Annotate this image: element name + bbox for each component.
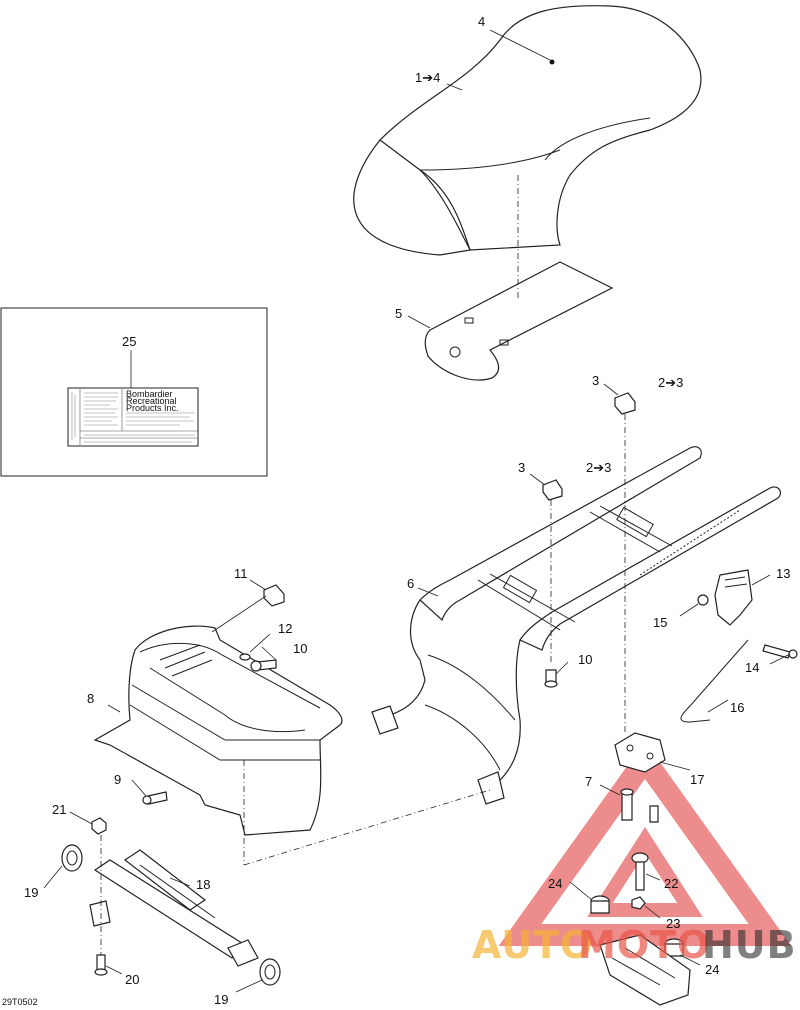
callout-7: 7 [585, 774, 592, 789]
callout-16: 16 [730, 700, 744, 715]
diagram-code: 29T0502 [2, 997, 38, 1007]
callout-22: 22 [664, 876, 678, 891]
decal-text-line-1: Bombardier [126, 389, 173, 399]
seat-part [353, 5, 702, 256]
screw-10b-part [544, 669, 558, 688]
clamp-part [89, 900, 111, 927]
nut-23-part [631, 896, 646, 910]
leader-lines [43, 29, 791, 993]
callout-2-3-top: 2➔3 [658, 375, 683, 390]
bolt-7-part [620, 788, 634, 821]
callout-6: 6 [407, 576, 414, 591]
bar-end-cap-right [259, 958, 281, 986]
callout-20: 20 [125, 972, 139, 987]
rear-bumper-bar-part [93, 849, 259, 967]
bolt-7b-part [649, 805, 659, 823]
latch-part [614, 732, 666, 773]
mount-plate-part [599, 934, 691, 1006]
callout-25: 25 [122, 334, 136, 349]
callout-17: 17 [690, 772, 704, 787]
watermark-logo [498, 741, 792, 946]
callout-10-frame: 10 [578, 652, 592, 667]
callout-12: 12 [278, 621, 292, 636]
callout-1-4: 1➔4 [415, 70, 440, 85]
callout-14: 14 [745, 660, 759, 675]
bolt-20-part [94, 954, 108, 976]
callout-11: 11 [234, 566, 248, 581]
callout-15: 15 [653, 615, 667, 630]
decal-text-line-2: Recreational [126, 396, 177, 406]
screw-22-part [631, 852, 649, 891]
callout-13: 13 [776, 566, 790, 581]
callout-3-top: 3 [592, 373, 599, 388]
decal-inset-box [0, 307, 268, 477]
callout-9: 9 [114, 772, 121, 787]
watermark-auto: AUTO [472, 923, 593, 967]
frame-clip-parts [542, 392, 636, 501]
bumper-24-parts [590, 895, 684, 957]
callout-10-fender: 10 [293, 641, 307, 656]
callout-24-left: 24 [548, 876, 562, 891]
callout-3-mid: 3 [518, 460, 525, 475]
rear-fender-part [93, 625, 343, 836]
latch-bracket-part [714, 569, 753, 626]
callout-24-right: 24 [705, 962, 719, 977]
fender-bumper-part [263, 584, 285, 607]
callout-21: 21 [52, 802, 66, 817]
screw-10-part [250, 659, 277, 672]
nut-21-part [91, 817, 107, 835]
watermark-hub: HUB [702, 923, 797, 967]
frame-part [371, 446, 782, 805]
callout-8: 8 [87, 691, 94, 706]
callout-19-right: 19 [214, 992, 228, 1007]
callout-4: 4 [478, 14, 485, 29]
callout-18: 18 [196, 877, 210, 892]
screw-9-part [142, 791, 168, 805]
callout-5: 5 [395, 306, 402, 321]
screw-14-part [762, 644, 798, 659]
watermark-moto: MOTO [578, 923, 710, 967]
washer-part [239, 653, 251, 661]
callout-19-left: 19 [24, 885, 38, 900]
callout-2-3-mid: 2➔3 [586, 460, 611, 475]
latch-rod-part [680, 639, 749, 723]
seat-base-part [424, 261, 614, 381]
bar-end-cap-left [61, 844, 83, 872]
callout-23: 23 [666, 916, 680, 931]
washer-15-part [697, 594, 709, 606]
decal-text-line-3: Products Inc. [126, 403, 179, 413]
